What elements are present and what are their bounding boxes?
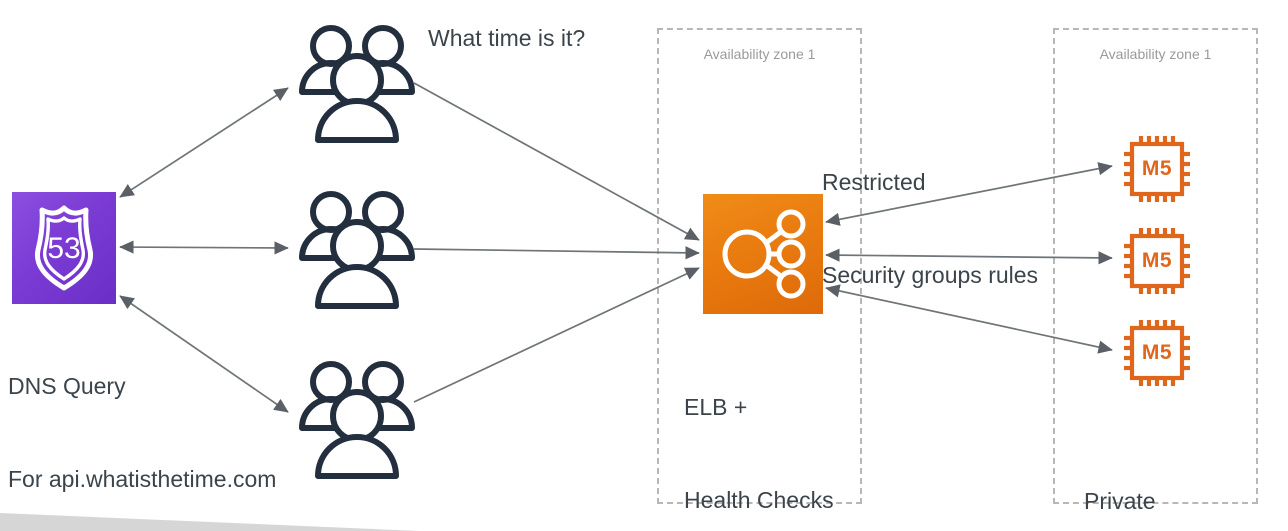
security-groups-note: Restricted Security groups rules [822, 105, 1038, 353]
route53-badge-text: 53 [47, 232, 80, 265]
route53-tile[interactable]: 53 [12, 192, 116, 304]
users-group-icon [299, 25, 415, 143]
dns-query-line-1: DNS Query [8, 373, 126, 399]
route53-shield-icon: 53 [34, 205, 94, 291]
availability-zone-left: Availability zone 1 [657, 28, 862, 504]
availability-zone-left-label: Availability zone 1 [703, 46, 816, 62]
what-time-label: What time is it? [428, 25, 586, 51]
arrow-route53-users-top [119, 87, 289, 198]
security-note-line-2: Security groups rules [822, 262, 1039, 288]
dns-query-line-2: For api.whatisthetime.com [8, 466, 277, 492]
availability-zone-right: Availability zone 1 [1053, 28, 1258, 504]
ec2-instance-1-label: M5 [1141, 157, 1173, 180]
ec2-caption: Private EC2 instances [1084, 424, 1239, 531]
elb-tile[interactable] [703, 194, 823, 314]
ec2-instance-chip-icon [1124, 320, 1190, 386]
dns-query-caption: DNS Query For api.whatisthetime.com Alia… [8, 309, 276, 531]
ec2-instance-chip-icon [1124, 228, 1190, 294]
users-group-icon [299, 191, 415, 309]
footer-wedge-decoration [0, 513, 420, 531]
users-group-middle[interactable] [292, 188, 422, 314]
elastic-load-balancer-icon [722, 209, 806, 299]
availability-zone-right-label: Availability zone 1 [1099, 46, 1212, 62]
ec2-instance-1[interactable]: M5 [1118, 130, 1196, 208]
arrow-route53-users-middle [119, 240, 289, 255]
users-group-top[interactable] [292, 22, 422, 148]
elb-caption-line-1: ELB + [684, 394, 748, 420]
elb-caption: ELB + Health Checks [684, 330, 834, 531]
ec2-instance-2-label: M5 [1141, 249, 1173, 272]
ec2-instance-chip-icon [1124, 136, 1190, 202]
elb-caption-line-2: Health Checks [684, 487, 834, 513]
ec2-instance-3[interactable]: M5 [1118, 314, 1196, 392]
ec2-instance-3-label: M5 [1141, 341, 1173, 364]
ec2-instance-2[interactable]: M5 [1118, 222, 1196, 300]
security-note-line-1: Restricted [822, 169, 926, 195]
users-group-icon [299, 361, 415, 479]
users-group-bottom[interactable] [292, 358, 422, 484]
ec2-caption-line-1: Private [1084, 488, 1156, 514]
